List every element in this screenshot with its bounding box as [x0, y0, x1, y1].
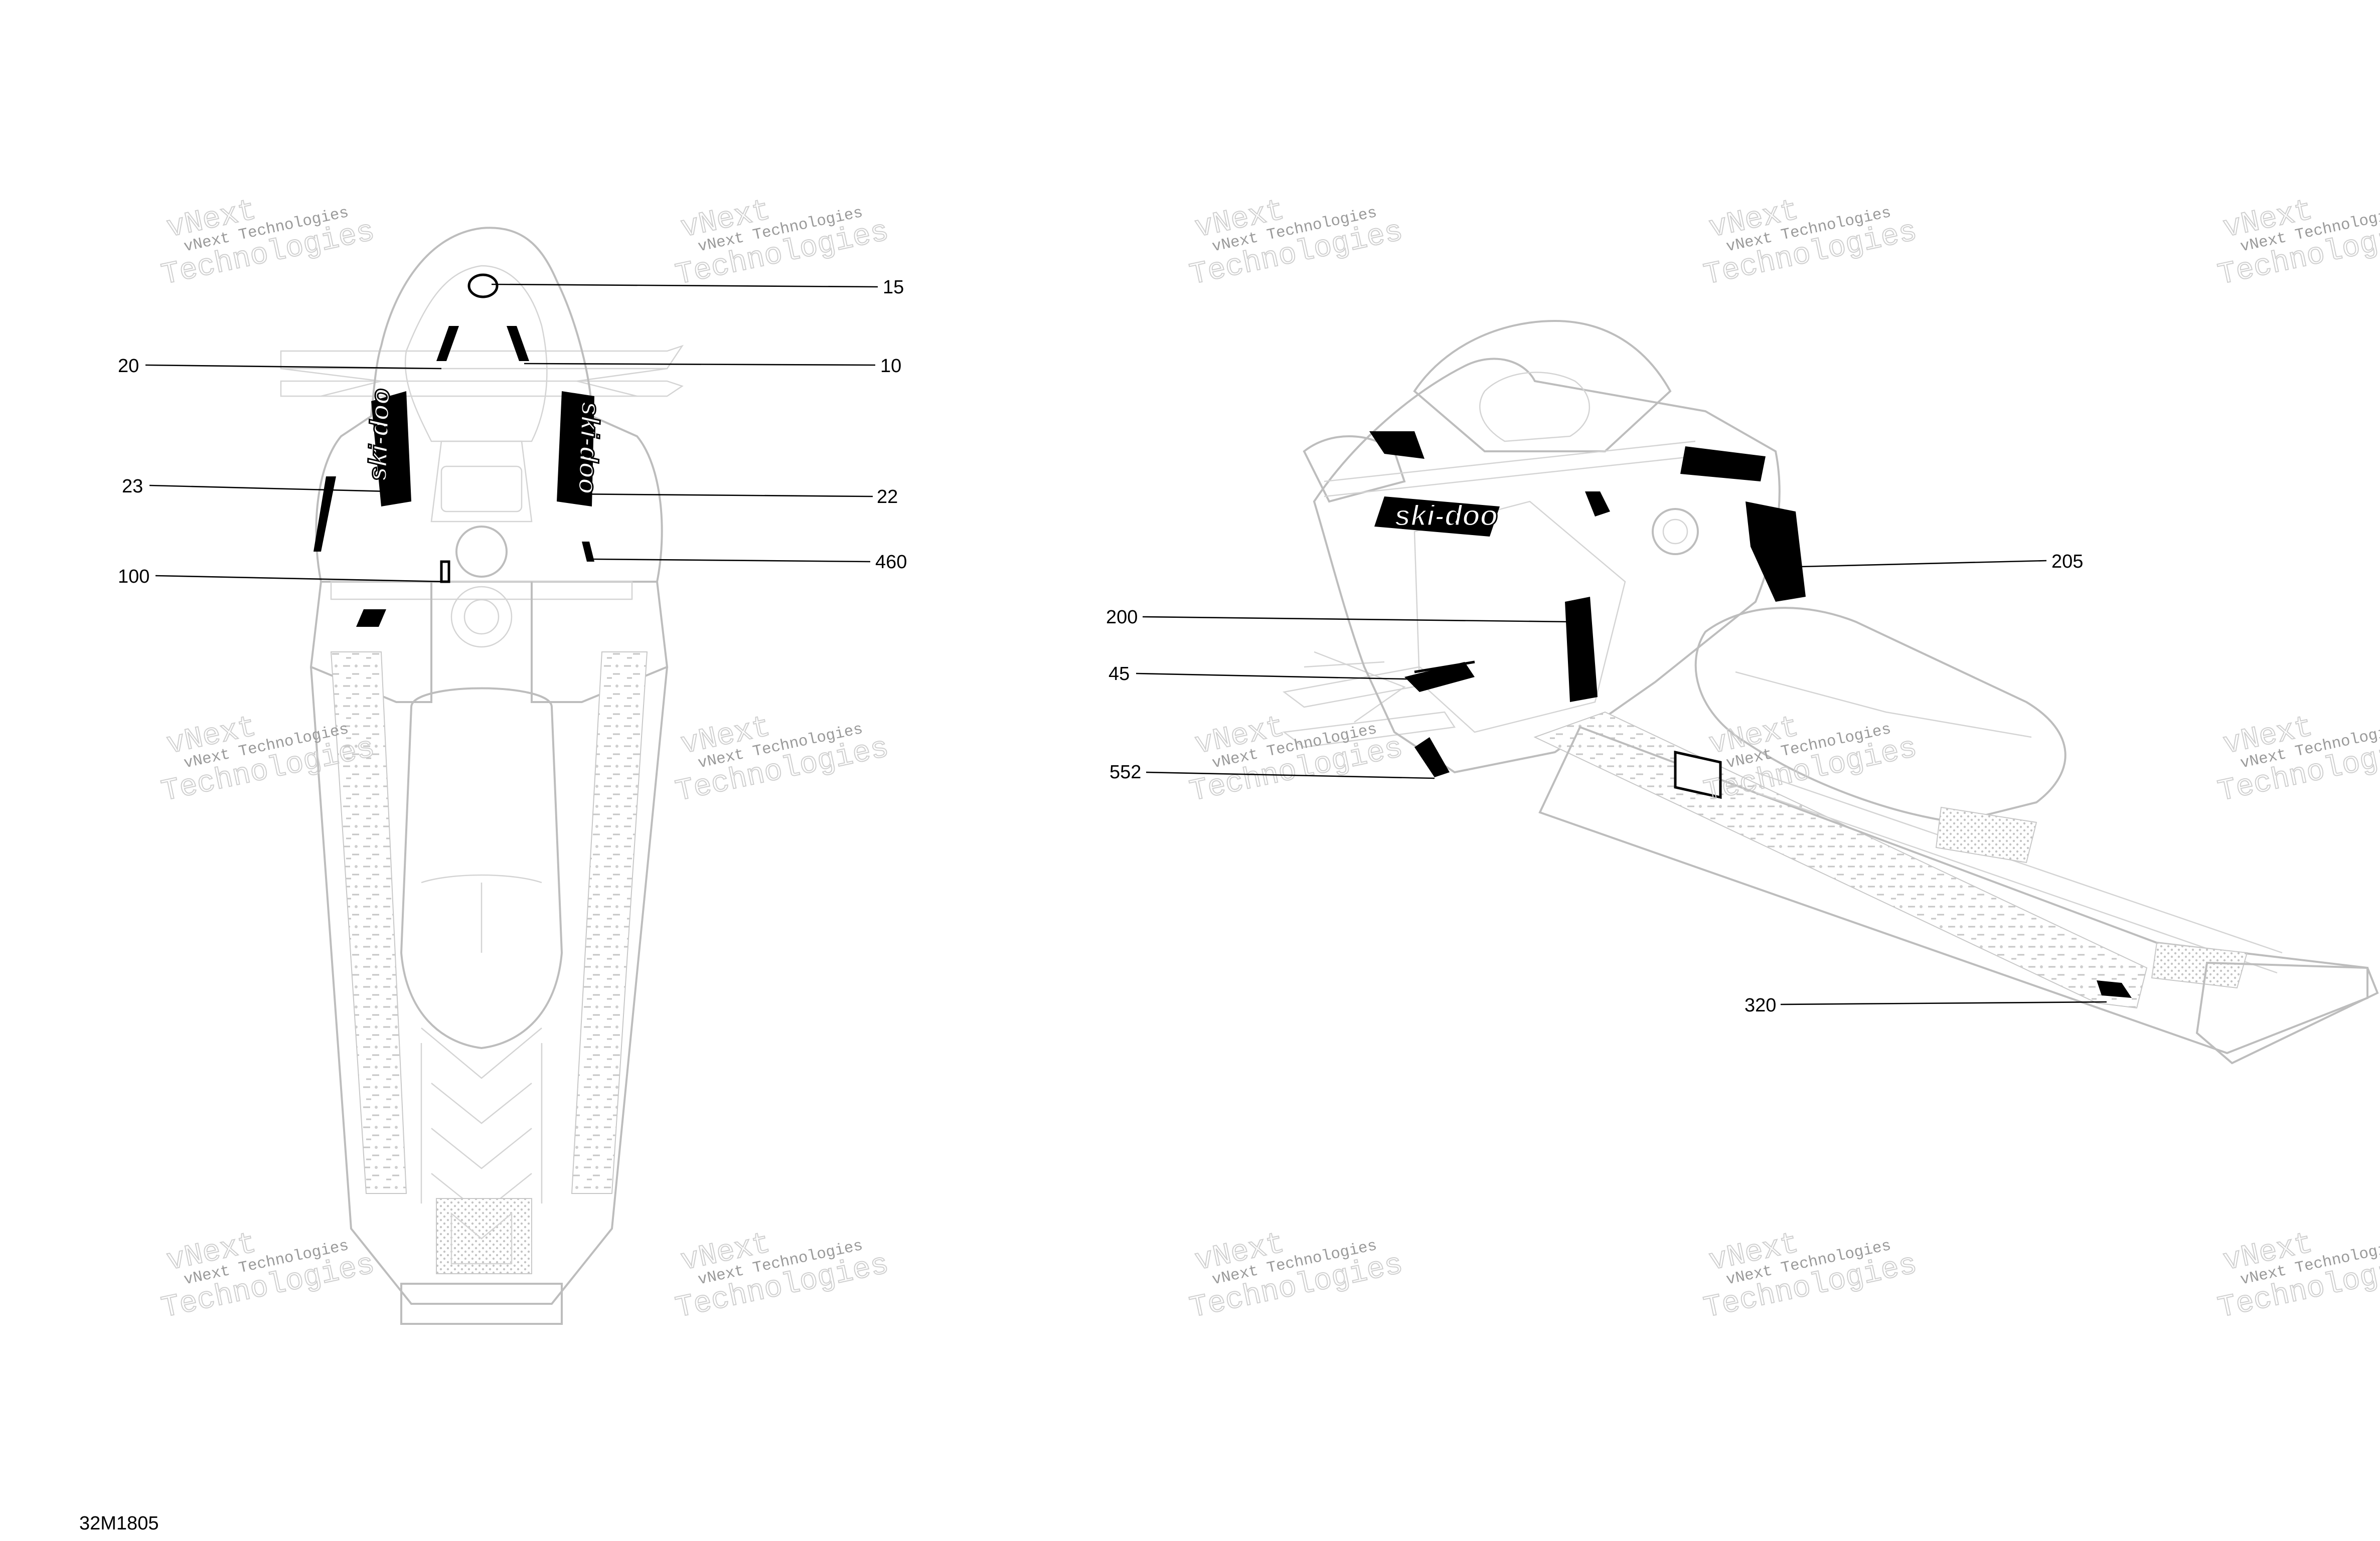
decal-460-shape	[582, 542, 594, 562]
decal-15-shape	[467, 273, 499, 298]
decal-ski-doo-iso: ski-doo	[1374, 496, 1500, 537]
decal-ski-doo-right: ski-doo	[557, 391, 605, 506]
leader-460	[591, 558, 871, 563]
decal-320-shape	[2097, 980, 2132, 998]
callout-460[interactable]: 460	[875, 552, 907, 573]
decal-45-shape	[1404, 662, 1475, 692]
decal-iso-tunnel	[1674, 750, 1722, 799]
callout-200[interactable]: 200	[1106, 607, 1138, 628]
decal-45-arrow	[1414, 660, 1475, 673]
decal-100-shape-b	[440, 560, 450, 583]
top-view-callouts: 15 20 10 23 22 100 460	[118, 277, 907, 587]
leader-552	[1146, 771, 1435, 779]
leader-205	[1800, 560, 2047, 568]
iso-view-drawing: ski-doo	[1282, 319, 2379, 1065]
logo-text-left: ski-doo	[363, 388, 395, 482]
decal-iso-hood-right	[1680, 446, 1766, 481]
decal-100-shape-a	[356, 609, 386, 627]
callout-45[interactable]: 45	[1108, 663, 1130, 684]
decal-iso-hood-left	[1369, 431, 1424, 459]
leader-200	[1142, 616, 1573, 623]
decal-10-shape	[507, 326, 529, 361]
decal-ski-doo-left: ski-doo	[363, 387, 411, 506]
diagram-code: 32M1805	[79, 1513, 158, 1534]
logo-text-iso: ski-doo	[1394, 499, 1498, 532]
decal-iso-small	[1585, 491, 1610, 517]
callout-10[interactable]: 10	[880, 356, 901, 377]
leader-320	[1780, 1001, 2107, 1005]
logo-text-right: ski-doo	[573, 401, 605, 495]
decal-205-shape	[1746, 501, 1806, 602]
leader-23	[149, 484, 389, 492]
callout-15[interactable]: 15	[883, 277, 904, 298]
callout-205[interactable]: 205	[2051, 551, 2083, 572]
leader-20	[145, 364, 442, 370]
leader-10	[524, 363, 876, 366]
decal-552-shape	[1414, 737, 1450, 777]
callout-100[interactable]: 100	[118, 566, 149, 587]
decal-20-shape	[436, 326, 459, 361]
leader-15	[491, 283, 878, 288]
callout-320[interactable]: 320	[1744, 995, 1776, 1016]
iso-view-callouts: 205 200 45 552 320	[1106, 551, 2107, 1016]
callout-552[interactable]: 552	[1109, 762, 1141, 783]
leader-100	[155, 575, 449, 583]
leader-22	[566, 493, 873, 497]
leader-45	[1136, 672, 1430, 680]
callout-20[interactable]: 20	[118, 356, 139, 377]
callout-22[interactable]: 22	[877, 486, 898, 507]
callout-23[interactable]: 23	[122, 476, 143, 497]
decal-23-shape	[313, 476, 336, 552]
decal-200-shape	[1565, 597, 1598, 702]
top-view-drawing: ski-doo ski-doo	[280, 227, 684, 1325]
